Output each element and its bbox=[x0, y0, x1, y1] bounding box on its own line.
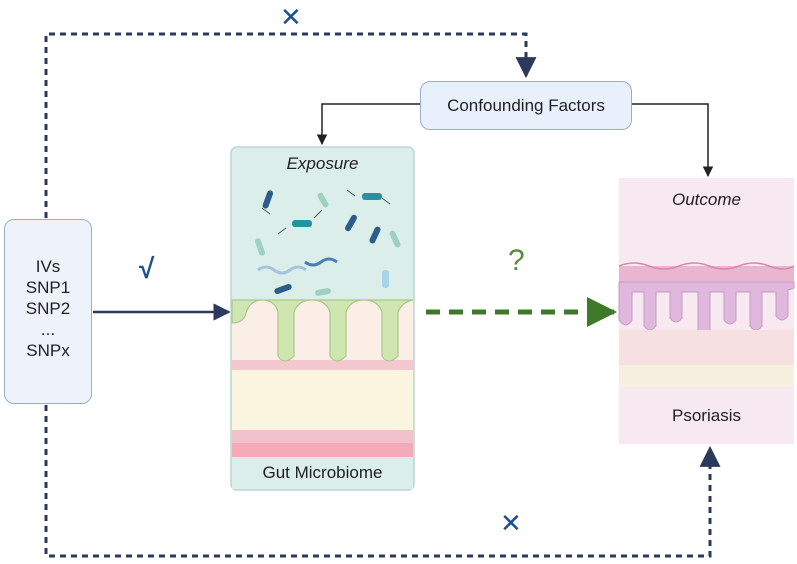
instrument-label-snp2: SNP2 bbox=[25, 299, 71, 318]
pleiotropy-bottom-cross-mark: ✕ bbox=[500, 508, 522, 538]
exposure-caption: Gut Microbiome bbox=[262, 463, 383, 482]
instruments-box bbox=[4, 219, 92, 404]
outcome-title: Outcome bbox=[672, 190, 741, 209]
instrument-label-ivs: IVs bbox=[35, 257, 61, 276]
confounding-factors-box: Confounding Factors bbox=[420, 81, 632, 130]
outcome-caption: Psoriasis bbox=[672, 406, 741, 425]
exposure-title: Exposure bbox=[286, 154, 359, 173]
confounding-to-outcome-arrow bbox=[632, 103, 714, 178]
instruments-list: IVs SNP1 SNP2 ... SNPx bbox=[4, 256, 92, 361]
pleiotropy-top-cross-mark: ✕ bbox=[280, 2, 302, 32]
exposure-panel bbox=[230, 146, 415, 491]
pleiotropy-path-bottom bbox=[44, 405, 721, 558]
causal-question-mark: ? bbox=[508, 244, 525, 277]
confounding-to-exposure-arrow bbox=[316, 103, 420, 146]
confounding-factors-label: Confounding Factors bbox=[447, 95, 605, 115]
instrument-label-ellipsis: ... bbox=[40, 320, 56, 339]
direct-path-check-mark: √ bbox=[139, 253, 155, 284]
instrument-label-snp1: SNP1 bbox=[25, 278, 71, 297]
instrument-label-snpx: SNPx bbox=[26, 341, 70, 360]
pleiotropy-path-top bbox=[44, 32, 537, 218]
outcome-panel bbox=[618, 178, 795, 444]
